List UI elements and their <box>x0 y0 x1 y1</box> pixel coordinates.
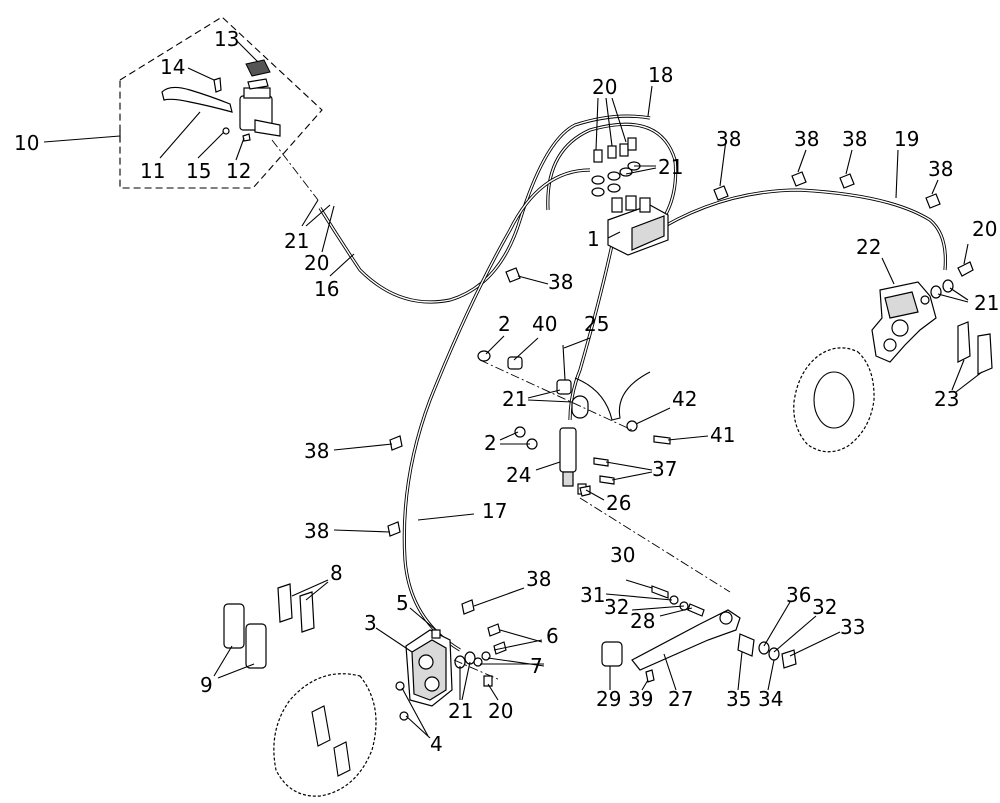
callout-38: 38 <box>526 567 551 591</box>
rear-brake-pads <box>957 321 993 375</box>
callout-37: 37 <box>652 457 677 481</box>
callout-2: 2 <box>484 431 497 455</box>
callout-32: 32 <box>604 595 629 619</box>
brake-lever <box>161 86 233 113</box>
rear-master-cylinder <box>556 379 591 497</box>
callout-13: 13 <box>214 27 239 51</box>
callout-30: 30 <box>610 543 635 567</box>
hose-clips <box>387 171 941 615</box>
callout-5: 5 <box>396 591 409 615</box>
callout-21: 21 <box>284 229 309 253</box>
callout-38: 38 <box>794 127 819 151</box>
callout-41: 41 <box>710 423 735 447</box>
callout-4: 4 <box>430 732 443 756</box>
callout-27: 27 <box>668 687 693 711</box>
front-brake-disc <box>273 673 377 797</box>
callout-20: 20 <box>592 75 617 99</box>
callout-12: 12 <box>226 159 251 183</box>
callout-10: 10 <box>14 131 39 155</box>
callout-21: 21 <box>502 387 527 411</box>
callout-42: 42 <box>672 387 697 411</box>
reservoir-cap <box>245 59 271 77</box>
callout-28: 28 <box>630 609 655 633</box>
callout-19: 19 <box>894 127 919 151</box>
callout-38: 38 <box>304 439 329 463</box>
callout-11: 11 <box>140 159 165 183</box>
front-brake-pads <box>223 583 315 669</box>
callout-36: 36 <box>786 583 811 607</box>
brake-pedal <box>601 585 797 683</box>
callout-39: 39 <box>628 687 653 711</box>
front-caliper <box>405 629 453 707</box>
callout-38: 38 <box>842 127 867 151</box>
callout-34: 34 <box>758 687 783 711</box>
callout-25: 25 <box>584 312 609 336</box>
rear-caliper <box>871 281 937 363</box>
callout-15: 15 <box>186 159 211 183</box>
callout-31: 31 <box>580 583 605 607</box>
callout-24: 24 <box>506 463 531 487</box>
callout-21: 21 <box>974 291 999 315</box>
callout-9: 9 <box>200 673 213 697</box>
callout-8: 8 <box>330 561 343 585</box>
callout-20: 20 <box>972 217 997 241</box>
callout-38: 38 <box>716 127 741 151</box>
callout-6: 6 <box>546 624 559 648</box>
callout-18: 18 <box>648 63 673 87</box>
callout-20: 20 <box>304 251 329 275</box>
callout-17: 17 <box>482 499 507 523</box>
abs-modulator <box>591 137 669 256</box>
callout-21: 21 <box>658 155 683 179</box>
callout-38: 38 <box>928 157 953 181</box>
callout-3: 3 <box>364 611 377 635</box>
callout-7: 7 <box>530 654 543 678</box>
callout-33: 33 <box>840 615 865 639</box>
callout-32: 32 <box>812 595 837 619</box>
callout-21: 21 <box>448 699 473 723</box>
callout-23: 23 <box>934 387 959 411</box>
callout-labels: 1 2 2 3 4 5 6 7 8 9 10 11 12 13 14 15 16… <box>14 27 999 756</box>
brake-lines <box>318 114 948 652</box>
callout-14: 14 <box>160 55 185 79</box>
callout-40: 40 <box>532 312 557 336</box>
rear-mc-fasteners <box>477 350 671 485</box>
callout-29: 29 <box>596 687 621 711</box>
callout-16: 16 <box>314 277 339 301</box>
callout-35: 35 <box>726 687 751 711</box>
callout-22: 22 <box>856 235 881 259</box>
callout-26: 26 <box>606 491 631 515</box>
callout-38: 38 <box>548 270 573 294</box>
front-master-cylinder-group <box>119 16 323 189</box>
callout-1: 1 <box>587 227 600 251</box>
leader-lines <box>43 39 983 739</box>
callout-38: 38 <box>304 519 329 543</box>
callout-20: 20 <box>488 699 513 723</box>
rear-brake-disc <box>793 347 875 453</box>
callout-2: 2 <box>498 312 511 336</box>
